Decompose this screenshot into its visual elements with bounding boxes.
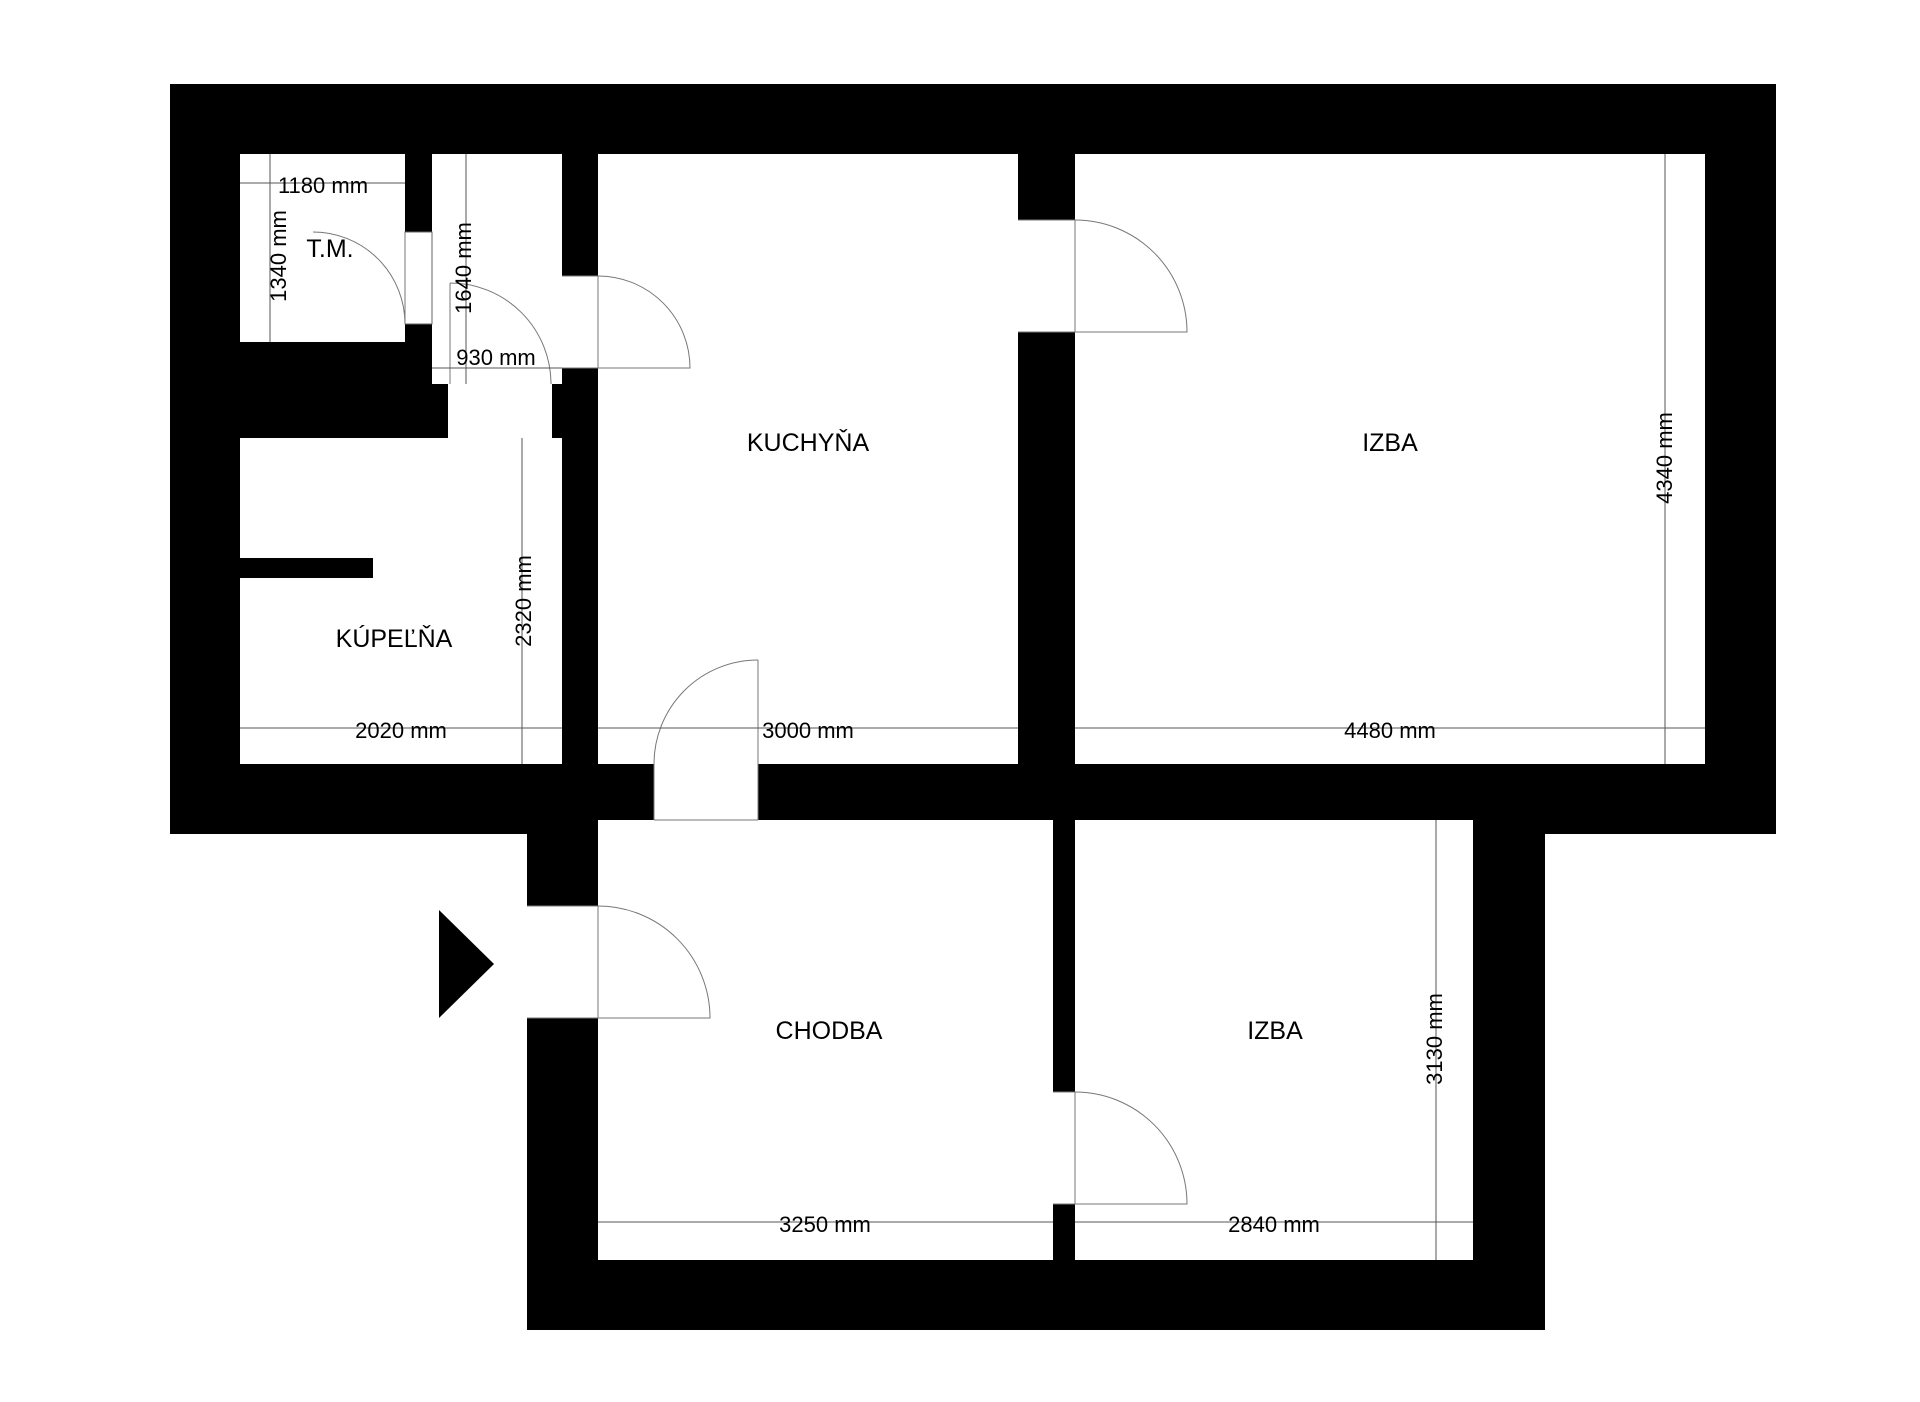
floor-small-hall xyxy=(432,154,562,384)
door-entrance xyxy=(527,905,711,1019)
entrance-arrow-icon xyxy=(439,910,494,1018)
dim-label-izba-large-width: 4480 mm xyxy=(1344,718,1436,743)
dimension-labels: 1180 mm 1340 mm 1640 mm 930 mm 3000 mm 4… xyxy=(266,173,1677,1237)
bathroom-partition xyxy=(240,558,373,578)
dim-label-kupelna-width: 2020 mm xyxy=(355,718,447,743)
doors xyxy=(312,219,1188,1205)
dim-label-kupelna-height: 2320 mm xyxy=(511,555,536,647)
room-label-tm: T.M. xyxy=(306,235,353,263)
floor-corridor-link xyxy=(448,384,552,439)
dim-label-tm-height: 1340 mm xyxy=(266,210,291,302)
room-label-izba-small: IZBA xyxy=(1247,1017,1303,1045)
room-label-izba-large: IZBA xyxy=(1362,429,1418,457)
door-izba-small xyxy=(1053,1091,1188,1205)
dim-label-hall-width: 930 mm xyxy=(456,345,535,370)
room-label-chodba: CHODBA xyxy=(776,1017,883,1045)
door-kitchen-bottom xyxy=(653,659,759,821)
floor-tm xyxy=(240,154,405,342)
floor-kuchyna xyxy=(598,154,1018,764)
dim-label-chodba-width: 3250 mm xyxy=(779,1212,871,1237)
door-tm xyxy=(312,231,433,325)
room-label-kuchyna: KUCHYŇA xyxy=(747,428,870,457)
dim-label-tm-width: 1180 mm xyxy=(278,173,368,198)
dim-label-izba-large-height: 4340 mm xyxy=(1652,412,1677,504)
room-label-kupelna: KÚPEĽŇA xyxy=(336,624,453,653)
room-labels: T.M. KUCHYŇA IZBA KÚPEĽŇA CHODBA IZBA xyxy=(306,235,1418,1045)
floor-izba-large xyxy=(1075,154,1705,764)
door-small-hall xyxy=(449,282,552,385)
dimension-lines xyxy=(240,154,1705,1260)
dim-label-kuchyna-width: 3000 mm xyxy=(762,718,854,743)
floor-izba-small xyxy=(1075,820,1473,1260)
door-kitchen-top xyxy=(562,275,691,369)
dim-label-izba-small-width: 2840 mm xyxy=(1228,1212,1320,1237)
floor-kupelna xyxy=(240,438,562,764)
floor-chodba xyxy=(598,820,1053,1260)
dim-label-hall-height: 1640 mm xyxy=(451,222,476,314)
room-floors xyxy=(240,154,1705,1260)
dim-label-izba-small-height: 3130 mm xyxy=(1422,993,1447,1085)
door-izba-large xyxy=(1018,219,1188,333)
